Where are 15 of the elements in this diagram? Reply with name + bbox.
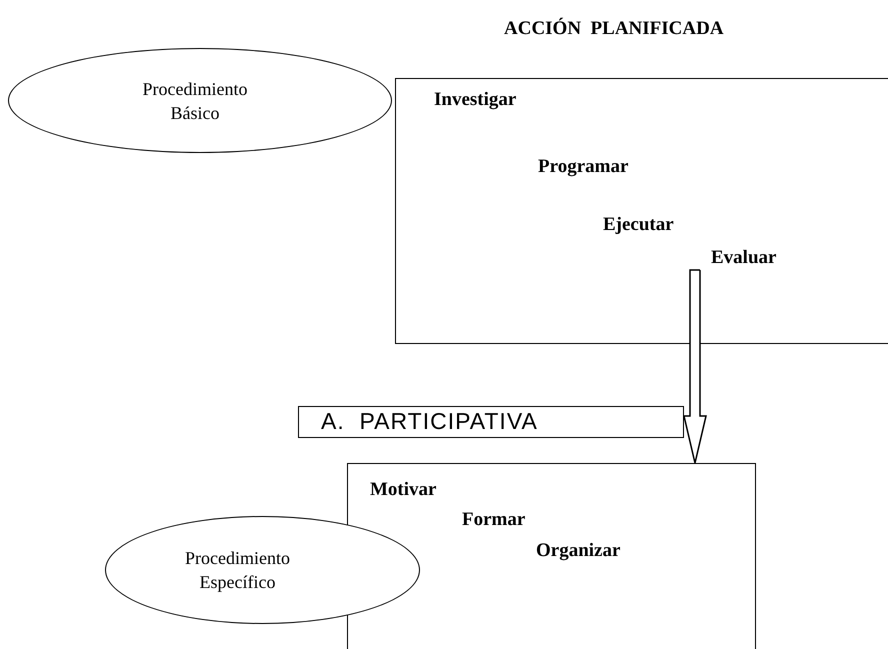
step-label: Evaluar <box>711 247 776 269</box>
process-box <box>395 78 888 344</box>
process-box <box>347 463 756 649</box>
step-label: Investigar <box>434 89 516 111</box>
step-label: Organizar <box>536 540 620 562</box>
node-label: Procedimiento Específico <box>184 547 291 594</box>
step-label: Programar <box>538 156 628 178</box>
node-label: Procedimiento Básico <box>142 78 248 124</box>
node-label: A. PARTICIPATIVA <box>321 408 538 435</box>
step-label: Ejecutar <box>603 214 674 236</box>
step-label: Motivar <box>370 479 436 501</box>
label-box <box>298 406 684 438</box>
step-label: Formar <box>462 509 526 531</box>
block-arrow <box>683 269 707 464</box>
title: ACCIÓN PLANIFICADA <box>504 18 724 40</box>
